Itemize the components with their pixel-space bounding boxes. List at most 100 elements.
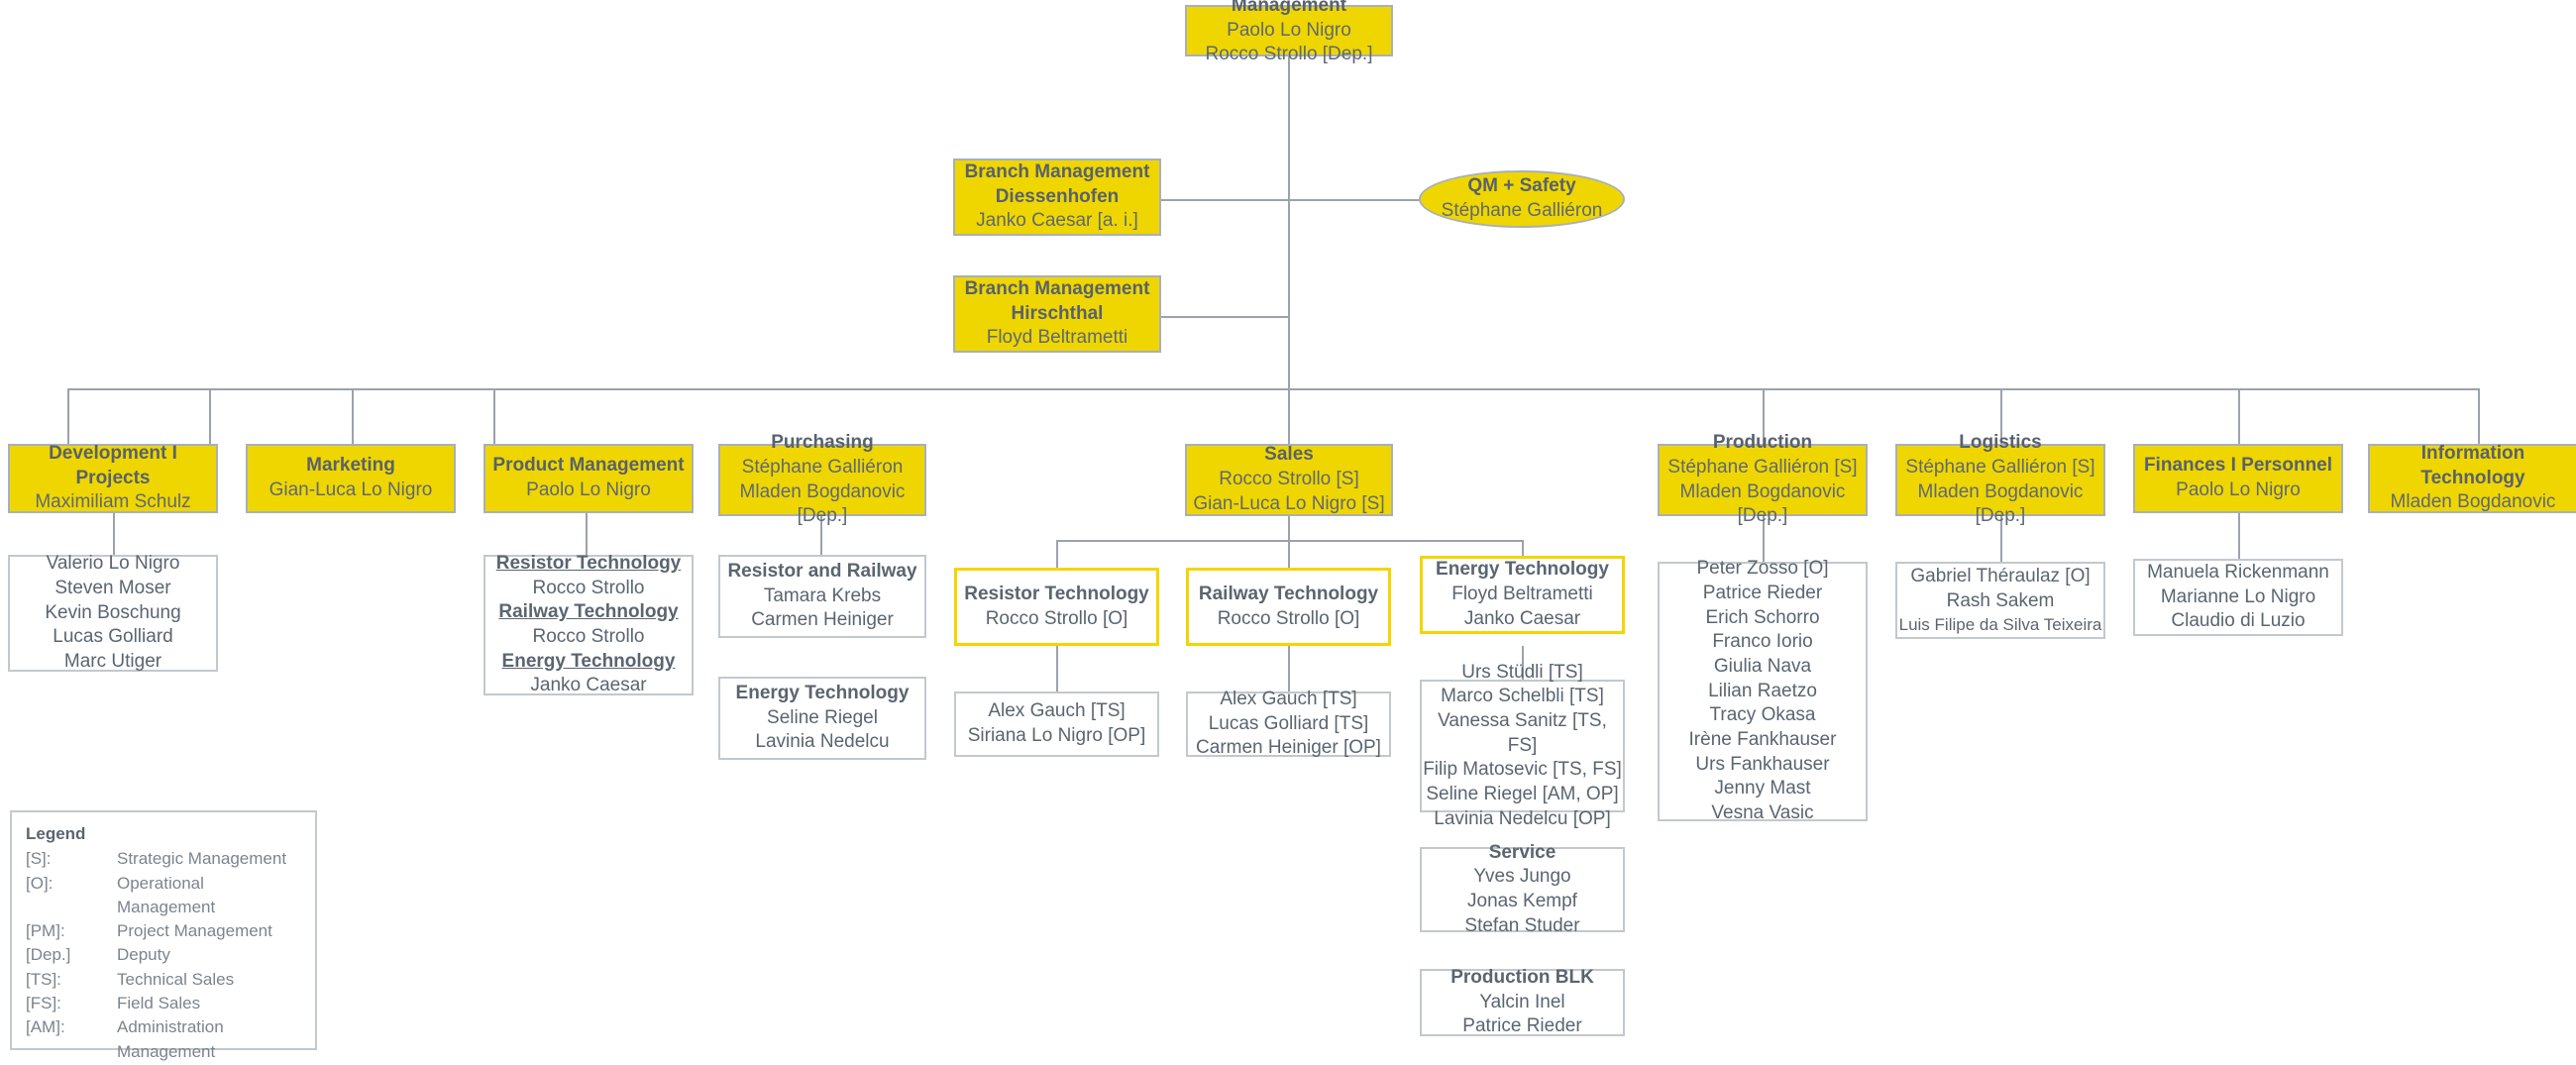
connector-logistics-staff: [2000, 516, 2002, 562]
list-item: Lavinia Nedelcu [OP]: [1434, 807, 1611, 829]
unit-title: Resistor Technology: [964, 583, 1149, 604]
staff-list-sales-energy[interactable]: Urs Stüdli [TS] Marco Schelbli [TS] Vane…: [1420, 662, 1625, 829]
connector-drop-railway-tech: [1288, 540, 1290, 568]
node-branch-diessenhofen-line1: Janko Caesar [a. i.]: [976, 210, 1138, 232]
subbox-purchasing-energy[interactable]: Energy Technology Seline Riegel Lavinia …: [718, 677, 926, 760]
unit-lead: Rocco Strollo [O]: [985, 607, 1128, 629]
list-item: Peter Zosso [O]: [1696, 558, 1829, 580]
list-item: Irène Fankhauser: [1688, 729, 1837, 751]
legend-key: [TS]:: [26, 969, 61, 989]
node-marketing-line1: Gian-Luca Lo Nigro: [268, 479, 433, 500]
node-service[interactable]: Service Yves Jungo Jonas Kempf Stefan St…: [1420, 842, 1625, 936]
node-qm-safety-line1: Stéphane Galliéron: [1441, 200, 1603, 221]
node-branch-hirschthal-title1: Branch Management: [964, 277, 1150, 299]
node-production-blk-title: Production BLK: [1450, 966, 1594, 988]
connector-drop-development: [67, 388, 69, 444]
list-item: Marc Utiger: [63, 651, 162, 673]
unit-title: Energy Technology: [1436, 559, 1609, 581]
staff-list-product-management[interactable]: Resistor Technology Rocco Strollo Railwa…: [483, 553, 694, 695]
list-item: Jonas Kempf: [1467, 891, 1577, 911]
node-branch-hirschthal-title2: Hirschthal: [1011, 302, 1104, 324]
legend-row: [Dep.]Deputy: [26, 943, 301, 967]
node-management[interactable]: Management Paolo Lo Nigro Rocco Strollo …: [1185, 0, 1393, 64]
node-development-title: Development I Projects: [49, 442, 177, 488]
list-item: Carmen Heiniger: [751, 609, 894, 631]
node-department-marketing[interactable]: Marketing Gian-Luca Lo Nigro: [246, 444, 456, 513]
node-development-line1: Maximiliam Schulz: [35, 491, 191, 513]
node-product-management-title: Product Management: [492, 455, 685, 477]
connector-sales-trunk: [1288, 516, 1290, 541]
node-branch-hirschthal[interactable]: Branch Management Hirschthal Floyd Beltr…: [953, 275, 1161, 353]
node-management-line1: Paolo Lo Nigro: [1227, 19, 1351, 41]
node-branch-diessenhofen[interactable]: Branch Management Diessenhofen Janko Cae…: [953, 159, 1161, 236]
legend-value: Operational Management: [117, 873, 216, 916]
list-item: Jenny Mast: [1714, 778, 1811, 799]
connector-finances-staff: [2238, 513, 2240, 559]
legend-row: [FS]:Field Sales: [26, 992, 301, 1015]
staff-list-development[interactable]: Valerio Lo Nigro Steven Moser Kevin Bosc…: [8, 553, 218, 673]
list-item: Vesna Vasic: [1711, 802, 1814, 824]
node-department-logistics[interactable]: Logistics Stéphane Galliéron [S] Mladen …: [1895, 432, 2105, 526]
connector-hirschthal: [1161, 316, 1290, 318]
node-production-line2: Mladen Bogdanovic [Dep.]: [1679, 480, 1846, 527]
list-item: Rocco Strollo: [532, 626, 645, 647]
subbox-title: Energy Technology: [735, 682, 910, 703]
node-sales-unit-energy[interactable]: Energy Technology Floyd Beltrametti Jank…: [1420, 556, 1625, 634]
list-item: Claudio di Luzio: [2171, 610, 2306, 632]
node-sales-title: Sales: [1264, 444, 1314, 466]
node-logistics-line2: Mladen Bogdanovic [Dep.]: [1917, 480, 2084, 527]
legend-value: Project Management: [117, 921, 272, 941]
connector-resistor-tech-staff: [1056, 646, 1058, 692]
legend-row: [TS]: Technical Sales: [26, 968, 301, 992]
list-item: Lucas Golliard: [53, 626, 173, 648]
connector-development-staff: [113, 513, 115, 555]
node-purchasing-title: Purchasing: [771, 432, 874, 454]
node-department-information-technology[interactable]: Information Technology Mladen Bogdanovic: [2368, 443, 2576, 513]
node-department-purchasing[interactable]: Purchasing Stéphane Galliéron Mladen Bog…: [718, 432, 926, 526]
node-department-sales[interactable]: Sales Rocco Strollo [S] Gian-Luca Lo Nig…: [1185, 444, 1393, 516]
node-finances-line1: Paolo Lo Nigro: [2176, 479, 2301, 500]
node-sales-line1: Rocco Strollo [S]: [1219, 469, 1359, 490]
staff-list-sales-railway[interactable]: Alex Gauch [TS] Lucas Golliard [TS] Carm…: [1186, 689, 1391, 758]
node-branch-hirschthal-line1: Floyd Beltrametti: [986, 327, 1128, 349]
list-item: Rash Sakem: [1946, 589, 2055, 611]
node-qm-safety-title: QM + Safety: [1467, 175, 1576, 197]
list-item: Carmen Heiniger [OP]: [1196, 737, 1381, 759]
list-item: Steven Moser: [54, 577, 171, 598]
node-product-management-line1: Paolo Lo Nigro: [526, 479, 651, 500]
list-item: Lucas Golliard [TS]: [1208, 712, 1369, 734]
node-production-blk[interactable]: Production BLK Yalcin Inel Patrice Riede…: [1420, 966, 1625, 1036]
staff-list-finances[interactable]: Manuela Rickenmann Marianne Lo Nigro Cla…: [2133, 559, 2343, 636]
node-department-production[interactable]: Production Stéphane Galliéron [S] Mladen…: [1658, 432, 1868, 526]
staff-list-production[interactable]: Peter Zosso [O] Patrice Rieder Erich Sch…: [1658, 558, 1868, 823]
connector-drop-marketing: [209, 388, 211, 444]
staff-list-sales-resistor[interactable]: Alex Gauch [TS] Siriana Lo Nigro [OP]: [954, 692, 1159, 757]
list-item: Marianne Lo Nigro: [2160, 586, 2316, 607]
legend-key: [S]:: [26, 849, 52, 869]
unit-title: Railway Technology: [1198, 583, 1379, 604]
node-department-product-management[interactable]: Product Management Paolo Lo Nigro: [483, 444, 694, 513]
subbox-purchasing-resistor-railway[interactable]: Resistor and Railway Tamara Krebs Carmen…: [718, 555, 926, 638]
connector-purchasing-staff: [820, 516, 822, 555]
node-sales-unit-resistor[interactable]: Resistor Technology Rocco Strollo [O]: [954, 568, 1159, 646]
node-qm-safety[interactable]: QM + Safety Stéphane Galliéron: [1419, 170, 1625, 228]
list-item: Erich Schorro: [1705, 606, 1820, 628]
connector-qm-safety: [1288, 199, 1421, 201]
node-purchasing-line1: Stéphane Galliéron: [741, 456, 904, 478]
node-department-finances[interactable]: Finances I Personnel Paolo Lo Nigro: [2133, 444, 2343, 513]
staff-list-logistics[interactable]: Gabriel Théraulaz [O] Rash Sakem Luis Fi…: [1895, 562, 2105, 639]
node-management-title: Management: [1231, 0, 1347, 16]
legend-key: [Dep.]: [26, 945, 71, 965]
connector-energy-tech-staff: [1522, 646, 1524, 680]
list-item: Vanessa Sanitz [TS, FS]: [1438, 709, 1607, 756]
list-item: Urs Stüdli [TS]: [1461, 661, 1583, 683]
list-item: Tamara Krebs: [763, 585, 882, 606]
node-sales-unit-railway[interactable]: Railway Technology Rocco Strollo [O]: [1186, 568, 1391, 646]
list-item: Lilian Raetzo: [1708, 680, 1817, 701]
connector-drop-purchasing: [493, 388, 495, 444]
legend-value: Technical Sales: [117, 969, 235, 989]
node-purchasing-line2: Mladen Bogdanovic [Dep.]: [739, 480, 906, 527]
legend-value: Administration Management: [117, 1017, 224, 1061]
node-department-development[interactable]: Development I Projects Maximiliam Schulz: [8, 442, 218, 513]
unit-lead: Rocco Strollo [O]: [1217, 607, 1360, 629]
